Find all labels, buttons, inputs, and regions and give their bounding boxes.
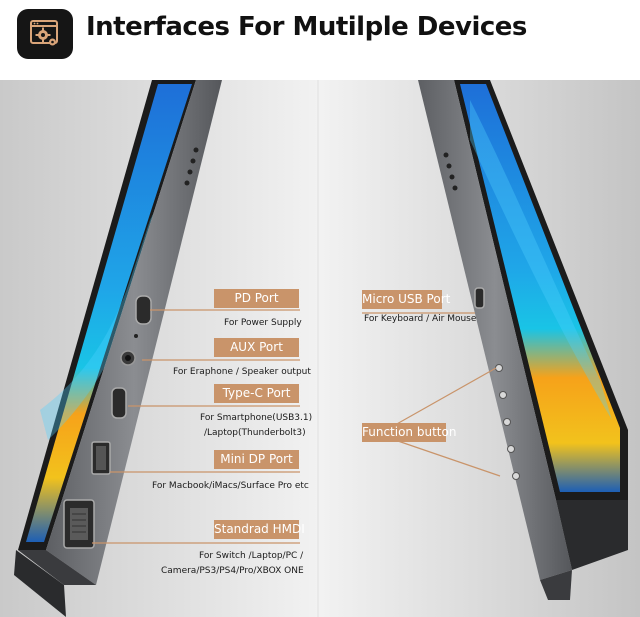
type-c-port-desc-1: For Smartphone(USB3.1) <box>200 413 313 423</box>
aux-port-desc: For Eraphone / Speaker output <box>173 367 311 377</box>
mini-dp-port-desc: For Macbook/iMacs/Surface Pro etc <box>152 481 309 491</box>
pd-port-desc: For Power Supply <box>224 318 302 328</box>
gear-window-icon <box>17 9 73 59</box>
mini-dp-port-label: Mini DP Port <box>214 450 299 469</box>
hdmi-port-desc-2: Camera/PS3/PS4/Pro/XBOX ONE <box>161 566 304 576</box>
micro-usb-port-label: Micro USB Port <box>362 290 450 309</box>
product-scene: PD Port For Power Supply AUX Port For Er… <box>0 80 640 617</box>
hdmi-port-desc-1: For Switch /Laptop/PC / <box>199 551 304 561</box>
aux-port-label: AUX Port <box>214 338 299 357</box>
page-title: Interfaces For Mutilple Devices <box>86 12 527 42</box>
hdmi-port-label: Standrad HMDI <box>214 520 305 539</box>
function-button-label: Function button <box>362 423 456 442</box>
type-c-port-label: Type-C Port <box>214 384 299 403</box>
type-c-port-desc-2: /Laptop(Thunderbolt3) <box>204 428 306 438</box>
right-monitor <box>418 80 628 600</box>
left-monitor <box>14 80 222 617</box>
micro-usb-port-desc: For Keyboard / Air Mouse <box>364 314 477 324</box>
pd-port-label: PD Port <box>214 289 299 308</box>
header: Interfaces For Mutilple Devices <box>0 0 640 80</box>
leader-lines <box>92 309 501 544</box>
